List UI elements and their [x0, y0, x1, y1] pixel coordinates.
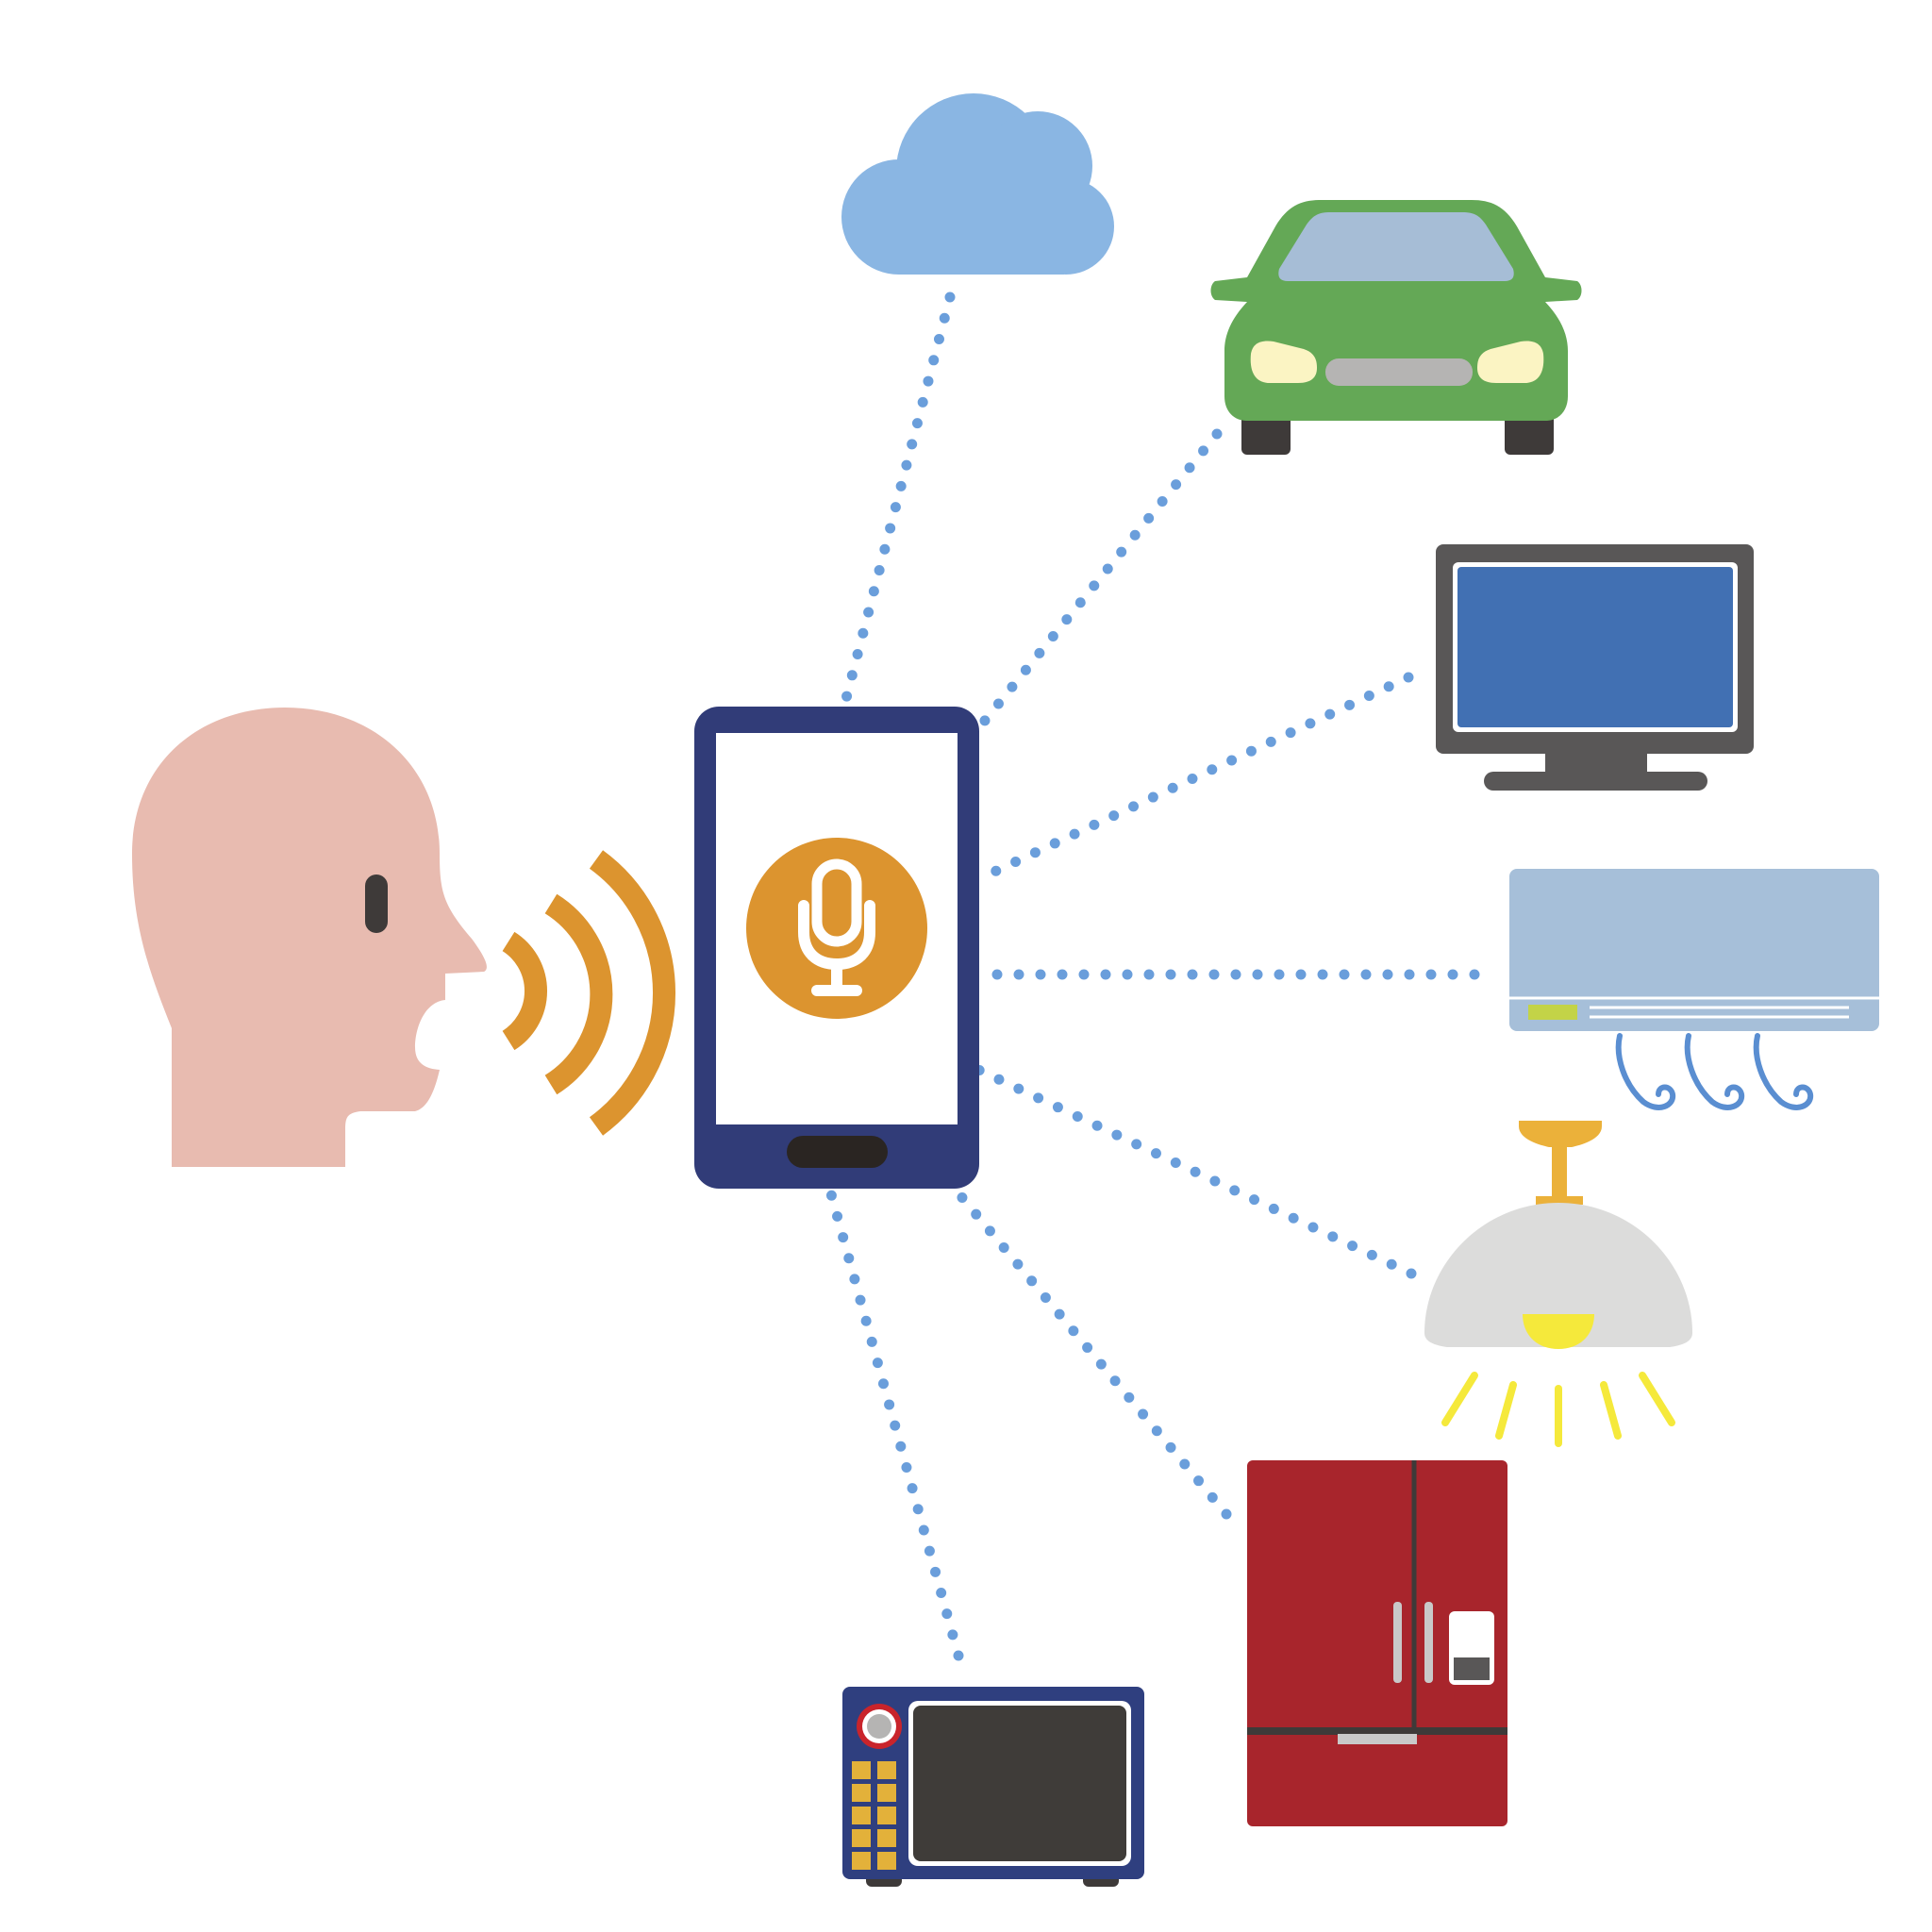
microwave-key — [852, 1784, 871, 1802]
refrigerator-icon — [1247, 1460, 1507, 1826]
sound-waves-icon — [502, 850, 676, 1136]
microphone-icon — [798, 858, 875, 996]
connection-line-car — [971, 428, 1223, 737]
smartphone-icon — [694, 707, 979, 1189]
microwave-key — [852, 1807, 871, 1824]
car-grille — [1325, 358, 1473, 386]
microwave-key — [877, 1761, 896, 1779]
car-icon — [1210, 200, 1582, 455]
microwave-key — [877, 1807, 896, 1824]
cloud-icon — [841, 93, 1114, 275]
microwave-keypad — [852, 1761, 896, 1870]
wind-icon — [1615, 1033, 1814, 1110]
television-icon — [1436, 544, 1754, 791]
microwave-key — [852, 1829, 871, 1847]
fridge-handle-right — [1424, 1602, 1433, 1683]
lamp-collar — [1536, 1196, 1583, 1205]
connection-lines — [824, 291, 1480, 1661]
microwave-key — [877, 1784, 896, 1802]
lamp-mount — [1519, 1121, 1602, 1147]
ac-display — [1528, 1005, 1577, 1020]
car-headlight-right — [1477, 341, 1544, 383]
connection-line-fridge — [949, 1183, 1232, 1520]
mic-badge — [746, 838, 927, 1019]
tv-base — [1484, 772, 1707, 791]
microwave-icon — [842, 1687, 1144, 1887]
phone-home-button — [787, 1136, 888, 1168]
fridge-handle-left — [1393, 1602, 1402, 1683]
light-rays-icon — [1441, 1372, 1675, 1447]
microwave-key — [852, 1761, 871, 1779]
connection-line-microwave — [824, 1185, 964, 1661]
person-eye — [365, 874, 388, 933]
fridge-drawer-handle — [1338, 1734, 1417, 1744]
air-conditioner-icon — [1509, 869, 1879, 1110]
lamp-bulb — [1523, 1314, 1594, 1349]
microwave-key — [877, 1829, 896, 1847]
person-head-icon — [132, 708, 487, 1167]
ceiling-light-icon — [1424, 1121, 1692, 1447]
tv-neck — [1545, 754, 1647, 774]
lamp-shade — [1424, 1203, 1692, 1347]
car-headlight-left — [1250, 341, 1317, 383]
car-windshield — [1278, 212, 1514, 281]
connection-line-cloud — [839, 291, 956, 711]
lamp-rod — [1552, 1143, 1567, 1200]
connection-line-light — [971, 1063, 1417, 1279]
connection-line-tv — [971, 672, 1414, 886]
microwave-key — [852, 1852, 871, 1870]
microwave-key — [877, 1852, 896, 1870]
